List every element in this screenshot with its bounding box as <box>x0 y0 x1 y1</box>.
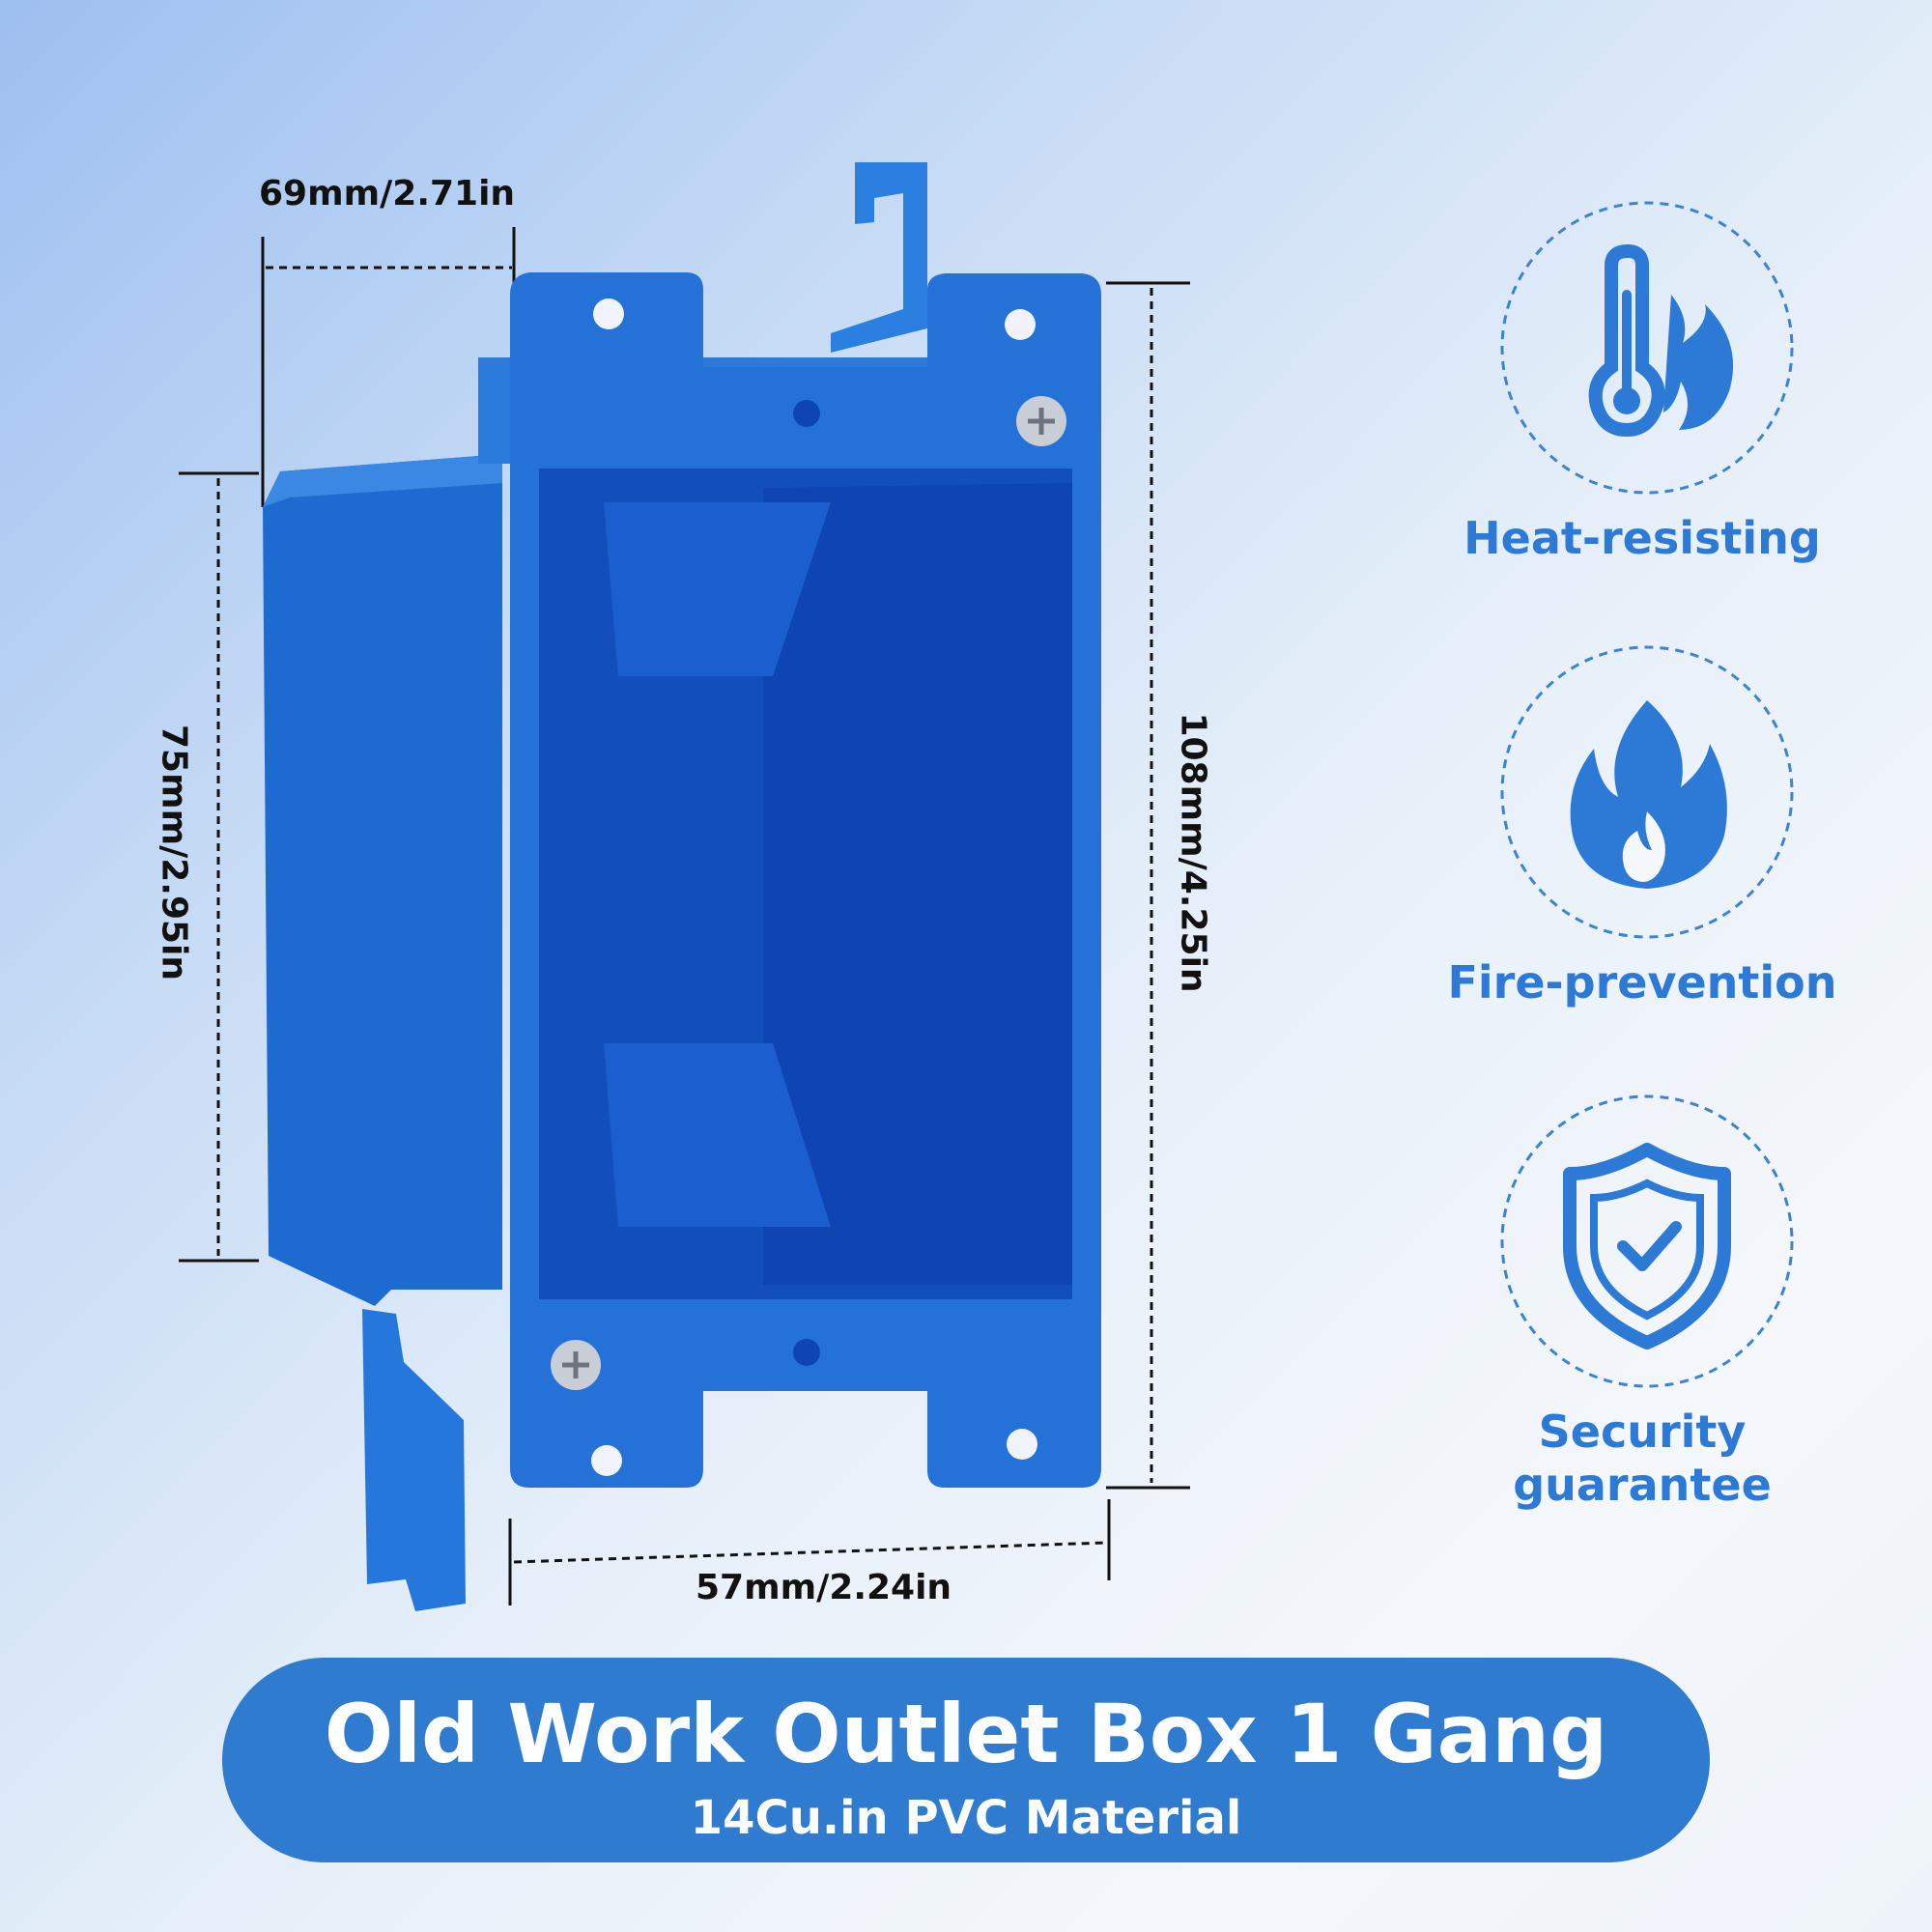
title-banner: Old Work Outlet Box 1 Gang 14Cu.in PVC M… <box>222 1658 1710 1862</box>
shield-check-icon <box>1500 1094 1794 1388</box>
feature-security <box>1497 1092 1797 1391</box>
feature-heat-resisting <box>1497 198 1797 497</box>
outlet-box <box>263 162 1101 1611</box>
thermometer-flame-icon <box>1500 201 1794 495</box>
screw-top <box>1016 396 1066 446</box>
feature-fire-prevention <box>1497 642 1797 942</box>
banner-subtitle: 14Cu.in PVC Material <box>690 1791 1242 1845</box>
feature-label-security-line2: guarantee <box>1513 1459 1772 1512</box>
dimension-depth-top: 69mm/2.71in <box>259 174 516 213</box>
feature-label-security: Security guarantee <box>1439 1406 1845 1512</box>
dimension-width-bottom: 57mm/2.24in <box>696 1568 952 1607</box>
feature-label-heat: Heat-resisting <box>1463 512 1821 564</box>
banner-title: Old Work Outlet Box 1 Gang <box>324 1687 1608 1781</box>
dimension-lines <box>179 227 1190 1605</box>
feature-label-security-line1: Security <box>1538 1406 1747 1458</box>
screw-bottom <box>551 1340 601 1390</box>
flame-icon <box>1500 645 1794 939</box>
dimension-height-right: 108mm/4.25in <box>1173 712 1213 993</box>
dimension-depth-left: 75mm/2.95in <box>154 724 194 981</box>
feature-label-fire: Fire-prevention <box>1447 956 1837 1009</box>
